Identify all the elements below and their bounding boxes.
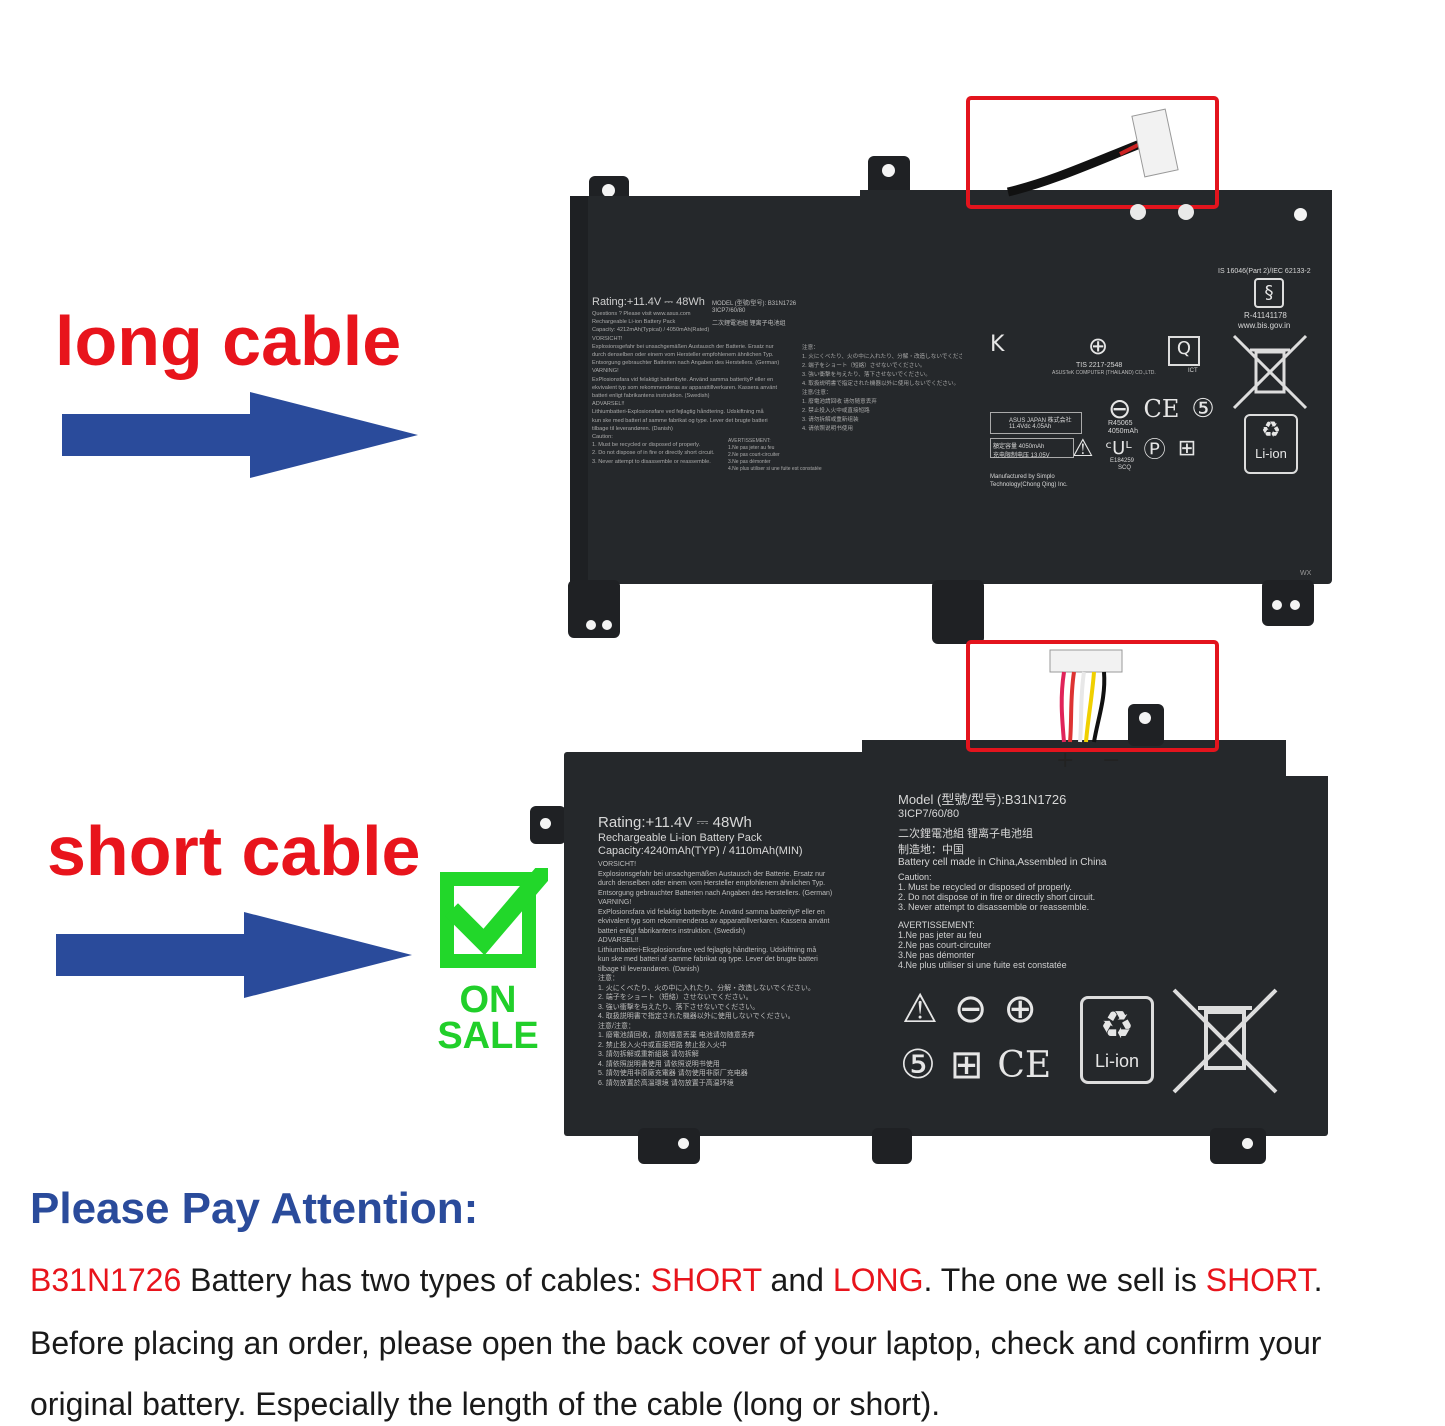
- bottom-line2: Capacity:4240mAh(TYP) / 4110mAh(MIN): [598, 845, 803, 857]
- tis-mark-icon: ⊕: [1003, 986, 1037, 1032]
- mfg2-text: Technology(Chong Qing) Inc.: [990, 482, 1068, 488]
- short-cable-label: short cable: [47, 812, 421, 890]
- liion-recycle-icon: ♻ Li-ion: [1244, 414, 1298, 474]
- ict-mark-icon: Q: [1168, 336, 1200, 366]
- bis-mark-icon: §: [1254, 278, 1284, 308]
- arrow-right-icon: [62, 392, 418, 478]
- e184259-text: E184259: [1110, 458, 1135, 464]
- bis-url: www.bis.gov.in: [1238, 321, 1291, 330]
- scq-text: SCQ: [1118, 465, 1132, 471]
- warning-triangle-icon: ⚠: [1072, 434, 1094, 462]
- long-cable-label: long cable: [55, 302, 402, 380]
- r45065-text: R45065: [1108, 420, 1133, 427]
- arrow-right-icon: [56, 912, 412, 998]
- eco-5-icon: ⑤: [1191, 393, 1215, 424]
- on-sale-text: ON SALE: [437, 979, 539, 1057]
- mfg-text: Manufactured by Simplo: [990, 474, 1055, 480]
- ul-mark-icon: ᶜUᴸ: [1105, 437, 1132, 459]
- ict-text: ICT: [1188, 368, 1198, 374]
- bottom-cells: 3ICP7/60/80: [898, 808, 960, 820]
- cn-spec-box: 額定容量 4050mAh 充电限制电压 13.05V: [990, 438, 1074, 459]
- wx-text: WX: [1300, 570, 1312, 577]
- ccc-mark-icon: ⊞: [1177, 435, 1197, 461]
- safety-mark-icon: ⊖: [953, 986, 988, 1032]
- attention-line-1: B31N1726 Battery has two types of cables…: [30, 1262, 1323, 1298]
- bottom-rating: Rating:+11.4V ⎓ 48Wh: [598, 814, 752, 831]
- long-cable-highlight: [966, 96, 1219, 209]
- bottom-cert-row-2: ⑤ ⊞ CE: [900, 1042, 1051, 1088]
- warning-triangle-icon: ⚠: [902, 986, 938, 1032]
- bottom-caution-text: 1. Must be recycled or disposed of prope…: [898, 882, 1096, 912]
- minus-terminal: −: [1102, 748, 1121, 773]
- short-cable-icon: [1049, 649, 1123, 743]
- bottom-line1: Rechargeable Li-ion Battery Pack: [598, 832, 762, 844]
- top-jp-text: 注意： 1. 火にくべたり、火の中に入れたり、分解・改造しないでください。 2.…: [802, 345, 962, 432]
- attention-title: Please Pay Attention:: [30, 1184, 479, 1233]
- liion-recycle-icon: ♻ Li-ion: [1080, 996, 1154, 1084]
- bottom-model: Model (型號/型号):B31N1726: [898, 792, 1067, 807]
- check-icon: [445, 868, 548, 956]
- top-cert-row-2: ⚠ ᶜUᴸ Ⓟ ⊞: [1072, 432, 1196, 464]
- bottom-made: 制造地：中国: [898, 844, 964, 856]
- bottom-cn: 二次鋰電池組 锂离子电池组: [898, 828, 1034, 840]
- top-warning-text: Questions ? Please visit www.asus.com Re…: [592, 311, 780, 465]
- tis-mark-icon: ⊕: [1088, 332, 1109, 360]
- long-cable-icon: [1006, 108, 1179, 197]
- top-cells-cn: 二次鋰電池組 锂离子电池组: [712, 321, 786, 327]
- attention-line-2: Before placing an order, please open the…: [30, 1325, 1322, 1361]
- bottom-avert-title: AVERTISSEMENT:: [898, 920, 975, 930]
- safety-mark-icon: ⊖: [1108, 392, 1132, 425]
- top-model: MODEL (型號/型号): B31N1726: [712, 301, 797, 307]
- is-code: IS 16046(Part 2)/IEC 62133-2: [1218, 268, 1311, 275]
- ce-mark-icon: CE: [1143, 394, 1180, 423]
- tis-code: TIS 2217-2548: [1076, 362, 1123, 369]
- weee-bin-icon: [1232, 334, 1308, 410]
- short-cable-highlight: [966, 640, 1219, 752]
- top-rating: Rating:+11.4V ⎓ 48Wh: [592, 296, 705, 308]
- bottom-cert-row-1: ⚠ ⊖ ⊕: [902, 986, 1037, 1032]
- asustek-text: ASUSTeK COMPUTER (THAILAND) CO.,LTD.: [1052, 370, 1156, 376]
- ce-mark-icon: CE: [997, 1044, 1052, 1086]
- attention-line-3: original battery. Especially the length …: [30, 1386, 941, 1422]
- bottom-caution-title: Caution:: [898, 872, 932, 882]
- r-code: R-41141178: [1244, 311, 1287, 320]
- top-cert-row-1: ⊖ CE ⑤: [1108, 392, 1215, 425]
- top-avert-text: AVERTISSEMENT: 1.Ne pas jeter au feu 2.N…: [728, 438, 822, 472]
- bottom-avert-text: 1.Ne pas jeter au feu 2.Ne pas court-cir…: [898, 930, 1067, 970]
- plus-terminal: +: [1056, 748, 1075, 773]
- top-cells: 3ICP7/60/80: [712, 308, 746, 314]
- kc-mark-icon: K: [990, 332, 1005, 357]
- eco-5-icon: ⑤: [900, 1042, 936, 1088]
- pse-mark-icon: Ⓟ: [1143, 438, 1166, 463]
- bottom-warning-text: VORSICHT! Explosionsgefahr bei unsachgem…: [598, 861, 833, 1087]
- checkmark-badge: [440, 868, 548, 968]
- weee-bin-icon: [1172, 988, 1278, 1094]
- ccc-mark-icon: ⊞: [949, 1042, 984, 1088]
- asus-japan-box: ASUS JAPAN 株式会社 11.4Vdc 4.05Ah: [990, 412, 1082, 434]
- bottom-assembled: Battery cell made in China,Assembled in …: [898, 857, 1107, 868]
- cap2-text: 4050mAh: [1108, 428, 1138, 435]
